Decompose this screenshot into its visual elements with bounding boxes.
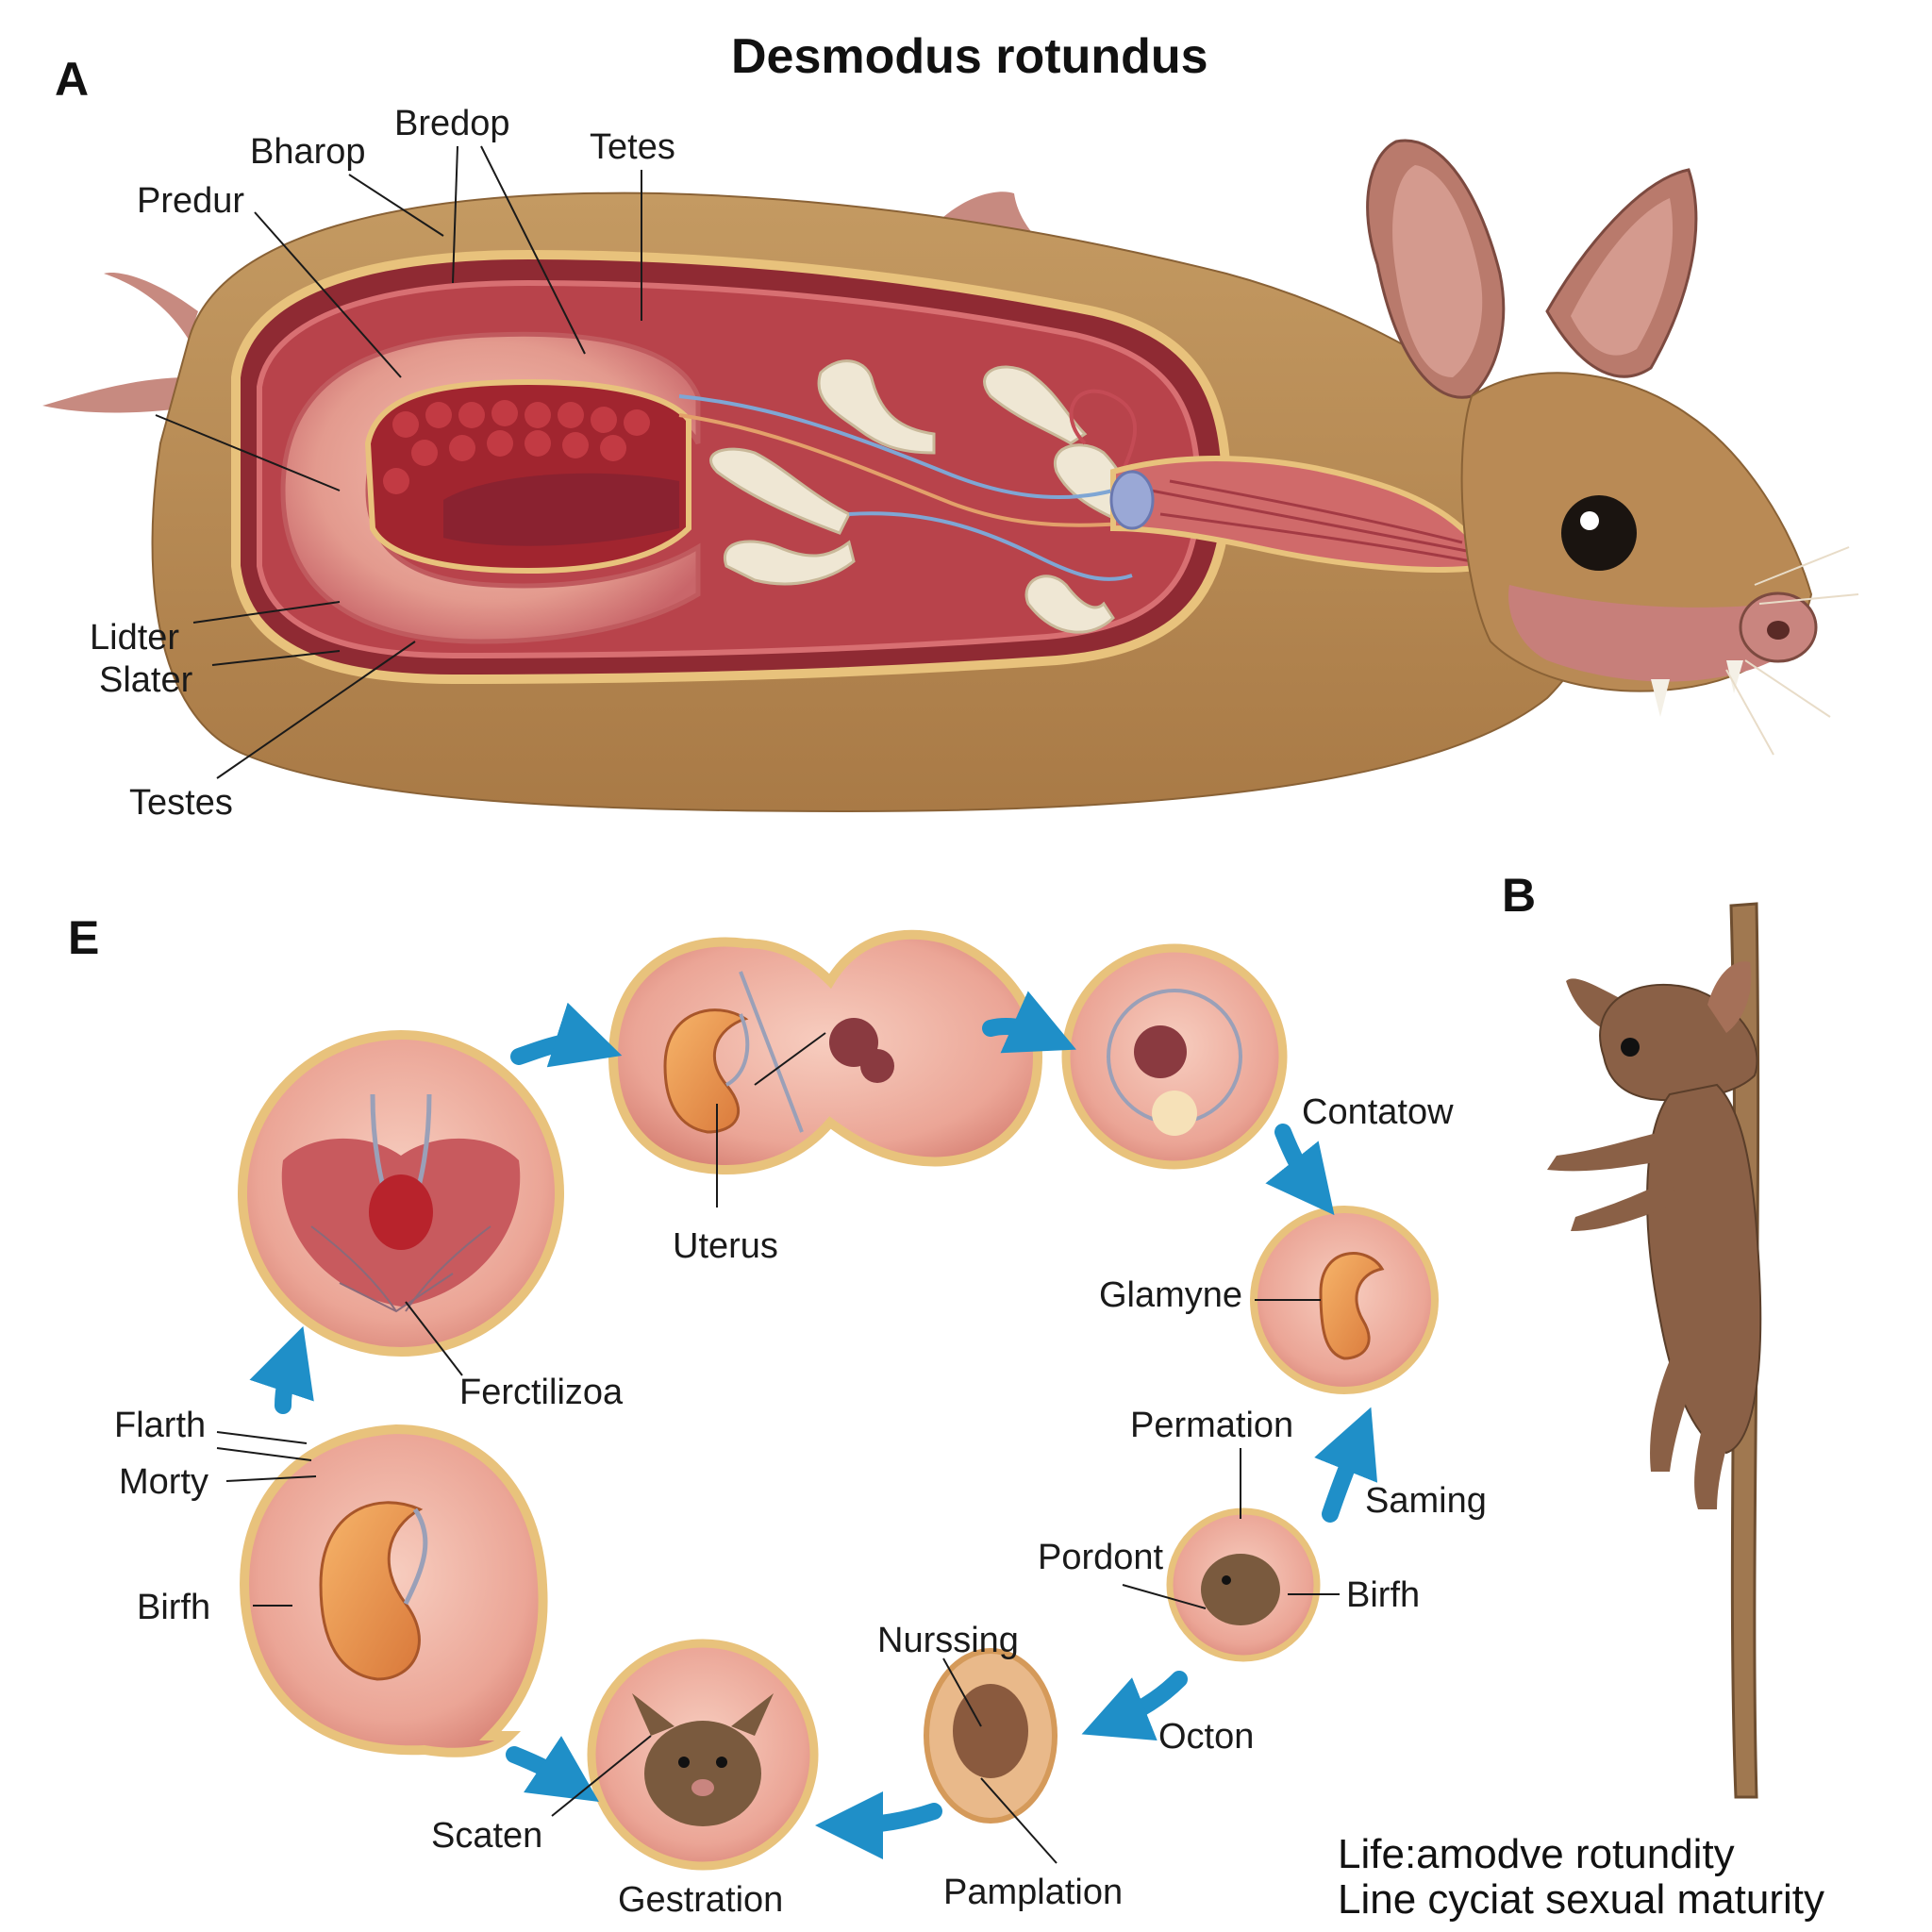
label-scaten: Scaten <box>431 1816 543 1856</box>
label-octon: Octon <box>1158 1717 1255 1757</box>
label-birfh-right: Birfh <box>1346 1575 1421 1615</box>
cycle-arrow-icon <box>510 1002 623 1068</box>
cycle-stage-1 <box>238 1030 564 1357</box>
label-morty: Morty <box>119 1462 208 1502</box>
panel-a-leader-lines <box>155 145 642 779</box>
label-saming: Saming <box>1365 1481 1487 1521</box>
panel-label-b: B <box>1502 869 1537 922</box>
label-pordont: Pordont <box>1038 1538 1164 1577</box>
label-slater: Slater <box>99 660 193 700</box>
cycle-stage-4 <box>1250 1206 1439 1394</box>
panel-e-leader-lines <box>216 1032 1340 1864</box>
cycle-arrow-icon <box>982 991 1076 1054</box>
cycle-arrows <box>249 991 1378 1859</box>
cycle-stage-3 <box>1061 943 1288 1170</box>
caption-line-2: Line cyciat sexual maturity <box>1338 1876 1824 1923</box>
panel-label-e: E <box>68 911 100 964</box>
label-flarth: Flarth <box>114 1406 207 1445</box>
panel-label-a: A <box>55 53 90 106</box>
cycle-stage-8 <box>1166 1507 1321 1662</box>
label-uterus: Uterus <box>673 1226 778 1266</box>
label-permation: Permation <box>1130 1406 1294 1445</box>
cycle-stage-2 <box>608 929 1043 1175</box>
cycle-arrow-icon <box>1265 1124 1335 1216</box>
label-gestration: Gestration <box>618 1880 784 1920</box>
cycle-arrow-icon <box>1314 1407 1378 1523</box>
label-bredop: Bredop <box>394 104 510 143</box>
life-cycle-diagram <box>216 929 1439 1871</box>
label-glamyne: Glamyne <box>1099 1275 1243 1315</box>
caption-line-1: Life:amodve rotundity <box>1338 1831 1735 1877</box>
label-predur: Predur <box>137 181 245 221</box>
bat-body-dissection-icon <box>42 192 1608 813</box>
label-lidter: Lidter <box>90 618 180 658</box>
bat-on-branch-icon <box>1547 902 1762 1799</box>
cycle-stage-6 <box>587 1639 819 1871</box>
label-testes: Testes <box>129 783 233 823</box>
label-pamplation: Pamplation <box>943 1873 1124 1912</box>
label-birfh-left: Birfh <box>137 1588 211 1627</box>
label-tetes: Tetes <box>590 127 675 167</box>
cycle-arrow-icon <box>249 1325 314 1414</box>
figure-title: Desmodus rotundus <box>731 29 1208 84</box>
bat-head-icon <box>1366 139 1859 756</box>
cycle-stage-5 <box>240 1424 548 1757</box>
cycle-stage-7 <box>924 1648 1058 1824</box>
label-contatow: Contatow <box>1302 1092 1454 1132</box>
cycle-arrow-icon <box>815 1790 942 1859</box>
cycle-arrow-icon <box>1081 1671 1188 1741</box>
label-nurssing: Nurssing <box>877 1621 1019 1660</box>
label-bharop: Bharop <box>250 132 366 172</box>
cycle-arrow-icon <box>506 1736 599 1802</box>
label-ferctilizoa: Ferctilizoa <box>459 1373 624 1412</box>
